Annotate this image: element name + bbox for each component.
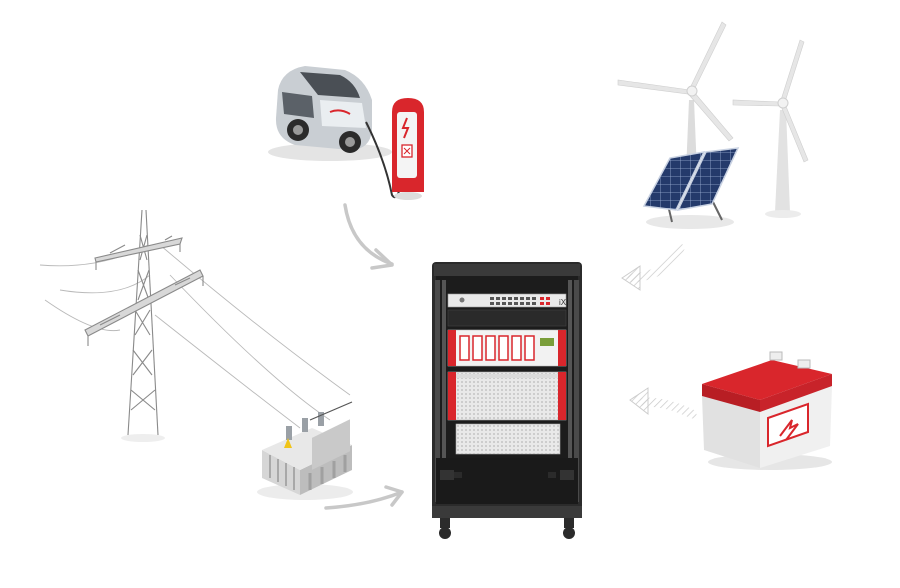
lower-unit (455, 423, 561, 455)
arrow-from-battery (629, 387, 697, 419)
rack-casters (439, 472, 575, 539)
server-rack: iX (432, 262, 582, 539)
power-lines (39, 244, 351, 429)
arrow-from-transformer (324, 485, 404, 510)
arrow-from-renewables (621, 243, 685, 291)
renewables-icon (617, 21, 809, 229)
device-label: iX (559, 298, 567, 307)
battery-icon (702, 351, 832, 470)
ev-charger-icon (268, 66, 424, 200)
pylon-icon (84, 209, 204, 442)
power-module-unit (447, 329, 567, 367)
transformer-icon (257, 401, 353, 500)
power-supply-unit (447, 371, 567, 421)
network-switch: iX (447, 293, 567, 308)
arrow-from-car (343, 203, 394, 270)
